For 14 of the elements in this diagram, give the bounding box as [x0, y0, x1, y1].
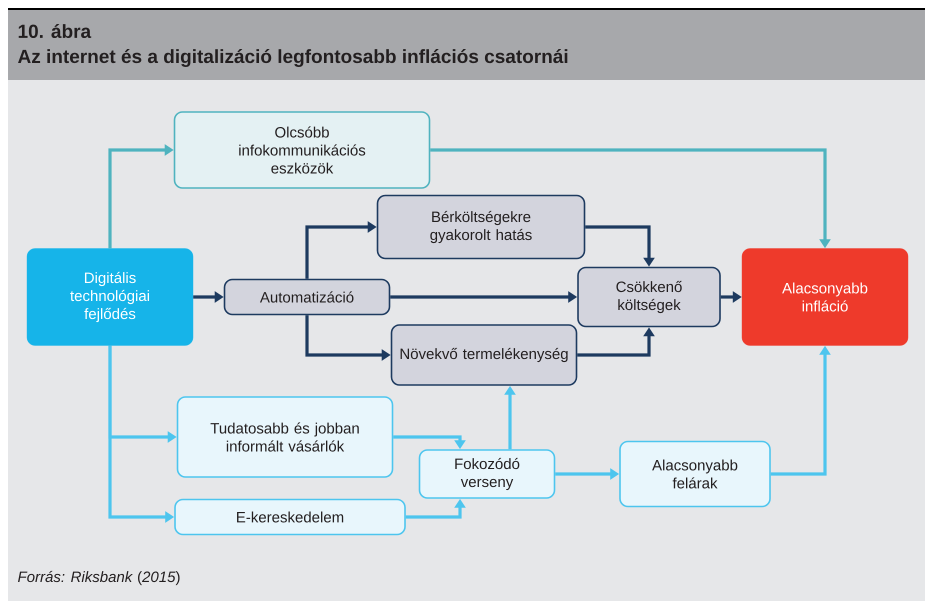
process-box: Csökkenő költségek	[577, 266, 721, 328]
process-box: Tudatosabb és jobban informált vásárlók	[176, 396, 394, 478]
figure-number: 10. ábra	[18, 24, 92, 38]
process-box: Automatizáció	[224, 278, 390, 316]
source-note: Forrás: Riksbank (2015)	[18, 570, 180, 586]
result-box: Alacsonyabb infláció	[742, 248, 908, 346]
process-box: E-kereskedelem	[174, 498, 406, 536]
process-box: Fokozódó verseny	[418, 449, 556, 499]
process-box: Alacsonyabb felárak	[619, 440, 771, 508]
process-box: Olcsóbb infokommunikációs eszközök	[174, 111, 430, 189]
title: Az internet és a digitalizáció legfontosabb inflációs csatornái	[18, 49, 568, 67]
source-box: Digitális technológiai fejlődés	[26, 248, 194, 346]
process-box: Bérköltségekre gyakorolt hatás	[376, 194, 586, 260]
process-box: Növekvő termelékenység	[390, 324, 578, 386]
